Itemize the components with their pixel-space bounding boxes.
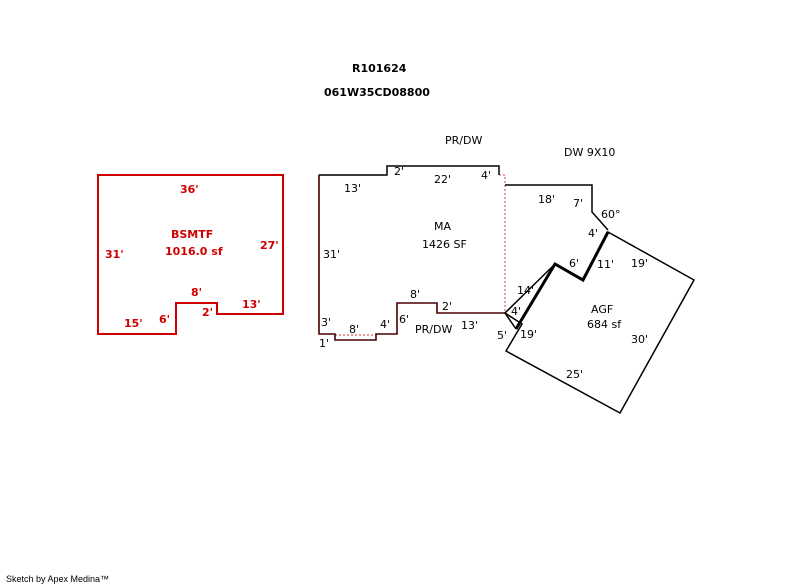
agf-dim-19-left: 19' [520,328,537,341]
ma-name: MA [434,220,451,233]
footer-credit: Sketch by Apex Medina™ [6,574,110,584]
ma-dim-top-mid: 22' [434,173,451,186]
ma-shared-wall-right [499,174,506,313]
dw-outline [505,184,609,231]
bsmtf-dim-left: 31' [105,248,124,261]
ma-dim-bottom-4: 4' [380,318,390,331]
dw-dim-7: 7' [573,197,583,210]
ma-dim-bottom-8: 8' [349,323,359,336]
bsmtf-outline [97,174,284,335]
agf-dim-19-top: 19' [631,257,648,270]
agf-dim-4: 4' [511,305,521,318]
prdw-top-label: PR/DW [445,134,482,147]
bsmtf-area: 1016.0 sf [165,245,223,258]
agf-dim-6: 6' [569,257,579,270]
agf-area: 684 sf [587,318,622,331]
agf-dim-14: 14' [517,284,534,297]
bsmtf-dim-step-up: 6' [159,313,170,326]
agf-name: AGF [591,303,613,316]
prdw-bottom-label: PR/DW [415,323,452,336]
agf-dim-5: 5' [497,329,507,342]
bsmtf-dim-top: 36' [180,183,199,196]
agf-dim-11: 11' [597,258,614,271]
ma-dim-bl-tiny: 1' [319,337,329,350]
bsmtf-name: BSMTF [171,228,213,241]
ma-dim-notch-8: 8' [410,288,420,301]
ma-dim-notch-2: 2' [442,300,452,313]
agf-dim-30: 30' [631,333,648,346]
dw-dim-angle: 60° [601,208,621,221]
ma-dim-notch-6: 6' [399,313,409,326]
bsmtf-dim-step-top: 8' [191,286,202,299]
ma-outline-left [318,175,505,341]
dw-dim-18: 18' [538,193,555,206]
agf-dim-25: 25' [566,368,583,381]
dw-dim-4: 4' [588,227,598,240]
ma-dim-bl-vert: 3' [321,316,331,329]
ma-outline [319,165,500,176]
ma-area: 1426 SF [422,238,467,251]
ma-dim-bottom-13: 13' [461,319,478,332]
ma-dim-top-right: 4' [481,169,491,182]
ma-dim-left: 31' [323,248,340,261]
dw-label: DW 9X10 [564,146,615,159]
ma-dim-top-left: 13' [344,182,361,195]
bsmtf-dim-right: 27' [260,239,279,252]
record-id: R101624 [352,62,407,75]
agf-shared-wall [514,231,610,330]
bsmtf-dim-bottom-left: 15' [124,317,143,330]
parcel-number: 061W35CD08800 [324,86,430,99]
agf-connector [504,312,517,330]
ma-dim-bump: 2' [394,165,404,178]
bsmtf-dim-step-down: 2' [202,306,213,319]
bsmtf-dim-bottom-right: 13' [242,298,261,311]
